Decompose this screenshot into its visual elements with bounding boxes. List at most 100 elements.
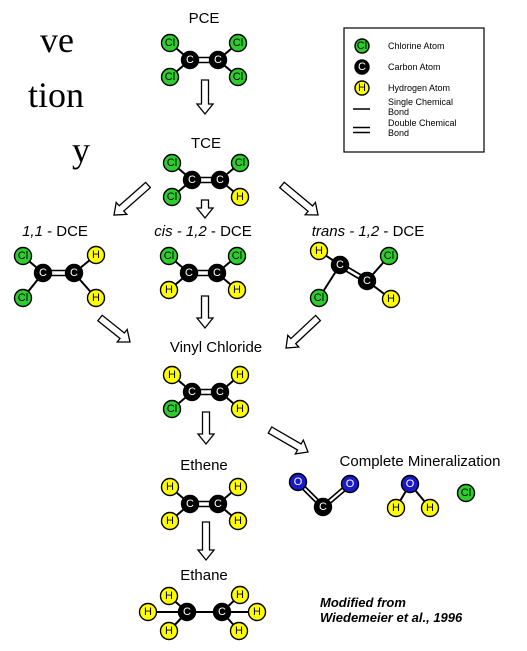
legend-label: Double Chemical <box>388 118 457 128</box>
atom-h: H <box>229 621 249 641</box>
atom-c: C <box>182 382 202 402</box>
arrow-dce11-vc <box>96 314 131 343</box>
credit-text: Wiedemeier et al., 1996 <box>320 610 463 625</box>
atom-c: C <box>210 170 230 190</box>
atom-c: C <box>330 255 350 275</box>
credit-text: Modified from <box>320 595 406 610</box>
svg-text:C: C <box>216 386 224 398</box>
svg-text:Cl: Cl <box>18 292 28 304</box>
label-pce: PCE <box>189 10 220 27</box>
svg-text:H: H <box>236 403 244 415</box>
svg-text:Cl: Cl <box>164 250 174 262</box>
arrow-vc-ethene <box>196 411 216 446</box>
atom-chloride-ion: Cl <box>456 483 476 503</box>
svg-text:Cl: Cl <box>461 487 471 499</box>
legend-label: Chlorine Atom <box>388 41 445 51</box>
atom-c: C <box>357 271 377 291</box>
svg-text:Cl: Cl <box>357 40 367 52</box>
atom-h: H <box>381 289 401 309</box>
atom-o: O <box>340 474 360 494</box>
label-ethene: Ethene <box>180 457 228 474</box>
legend-label: Single Chemical <box>388 97 453 107</box>
atom-cl: Cl <box>13 246 33 266</box>
atom-h: H <box>420 498 440 518</box>
atom-h: H <box>230 399 250 419</box>
atom-h: H <box>86 288 106 308</box>
svg-text:H: H <box>92 249 100 261</box>
svg-text:Cl: Cl <box>167 403 177 415</box>
svg-text:H: H <box>253 606 261 618</box>
svg-text:C: C <box>319 501 327 513</box>
atom-c: C <box>208 494 228 514</box>
legend-label: Bond <box>388 107 409 117</box>
svg-text:Cl: Cl <box>233 71 243 83</box>
svg-text:C: C <box>214 498 222 510</box>
atom-c: C <box>64 263 84 283</box>
atom-cl: Cl <box>227 246 247 266</box>
label-trans-dce: trans - 1,2 - DCE <box>312 223 425 240</box>
svg-text:H: H <box>166 515 174 527</box>
atom-c: C <box>182 170 202 190</box>
atom-h: H <box>162 365 182 385</box>
svg-text:O: O <box>294 476 303 488</box>
atom-c: C <box>212 602 232 622</box>
atom-c: C <box>210 382 230 402</box>
atom-h: H <box>159 280 179 300</box>
svg-text:Cl: Cl <box>165 37 175 49</box>
atom-c: C <box>33 263 53 283</box>
svg-text:H: H <box>387 293 395 305</box>
svg-text:Cl: Cl <box>233 37 243 49</box>
svg-text:H: H <box>165 590 173 602</box>
atom-c: C <box>180 494 200 514</box>
atom-h: H <box>159 621 179 641</box>
arrow-tce-dce11 <box>113 181 152 216</box>
svg-text:C: C <box>185 267 193 279</box>
atom-c: C <box>177 602 197 622</box>
atom-o: O <box>400 474 420 494</box>
svg-text:H: H <box>392 502 400 514</box>
atom-cl: Cl <box>379 246 399 266</box>
page-text-fragment: tion <box>28 75 84 115</box>
svg-text:C: C <box>336 259 344 271</box>
atom-h: H <box>160 477 180 497</box>
atom-cl: Cl <box>162 399 182 419</box>
svg-text:H: H <box>165 284 173 296</box>
atom-c: C <box>180 50 200 70</box>
svg-text:H: H <box>168 369 176 381</box>
atom-h: H <box>230 187 250 207</box>
arrow-pce-tce <box>195 79 215 116</box>
arrow-cisdce-vc <box>195 295 215 330</box>
atom-cl: Cl <box>162 187 182 207</box>
arrow-tce-transdce <box>278 181 319 216</box>
svg-text:C: C <box>39 267 47 279</box>
svg-text:Cl: Cl <box>235 157 245 169</box>
legend-carbon-icon: C <box>354 59 370 75</box>
atom-h: H <box>159 586 179 606</box>
svg-text:H: H <box>165 625 173 637</box>
svg-text:C: C <box>363 275 371 287</box>
atom-cl: Cl <box>162 153 182 173</box>
svg-text:Cl: Cl <box>18 250 28 262</box>
arrow-vc-mineralization <box>267 426 309 455</box>
svg-text:C: C <box>188 174 196 186</box>
svg-text:H: H <box>234 481 242 493</box>
arrow-ethene-ethane <box>196 521 216 562</box>
label-dce11: 1,1 - DCE <box>22 223 88 240</box>
atom-cl: Cl <box>228 67 248 87</box>
svg-text:Cl: Cl <box>314 292 324 304</box>
svg-text:C: C <box>216 174 224 186</box>
legend-chlorine-icon: Cl <box>354 38 370 54</box>
svg-text:H: H <box>144 606 152 618</box>
svg-text:H: H <box>233 284 241 296</box>
svg-text:C: C <box>186 498 194 510</box>
atom-cl: Cl <box>13 288 33 308</box>
atom-cl: Cl <box>159 246 179 266</box>
svg-text:H: H <box>92 292 100 304</box>
svg-text:Cl: Cl <box>165 71 175 83</box>
